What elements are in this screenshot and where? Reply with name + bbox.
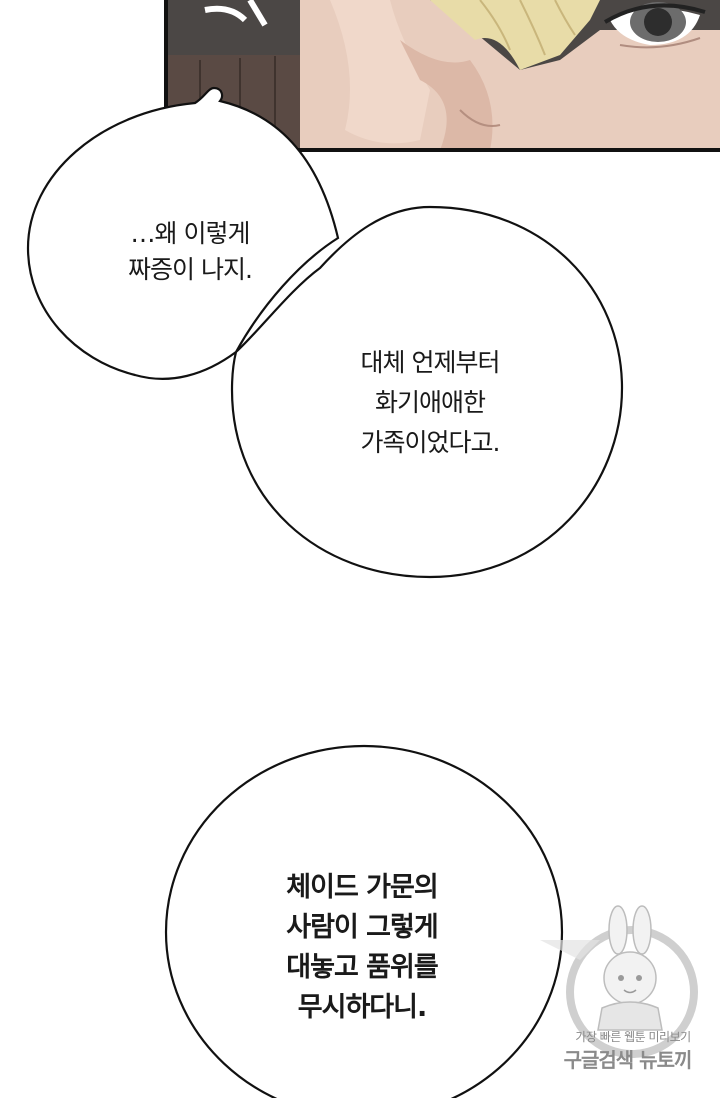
- character-hand: [330, 0, 430, 144]
- bubble-2-line-1: 대체 언제부터: [360, 348, 501, 377]
- watermark-brand: 구글검색 뉴토끼: [563, 1048, 693, 1072]
- sfx-stroke: [204, 5, 248, 23]
- bubble-1-line-1: …왜 이렇게: [130, 219, 251, 248]
- speech-bubble-2: [230, 205, 624, 579]
- panel-illustration: [164, 0, 720, 152]
- bubble-2-line-3: 가족이었다고.: [360, 428, 501, 457]
- speech-bubble-3: [164, 744, 564, 1098]
- watermark-mascot-icon: [540, 905, 698, 1058]
- bubble-1-line-2: 짜증이 나지.: [128, 255, 253, 284]
- watermark-tagline: 가장 빠른 웹툰 미리보기: [575, 1030, 691, 1044]
- bubble-1-text: …왜 이렇게 짜증이 나지.: [110, 216, 270, 288]
- bubble-3-line-2: 사람이 그렇게: [286, 912, 438, 943]
- bubble-3-line-3: 대놓고 품위를: [286, 952, 438, 983]
- bubble-3-line-4: 무시하다니.: [297, 992, 427, 1023]
- bubble-3-text: 체이드 가문의 사람이 그렇게 대놓고 품위를 무시하다니.: [262, 868, 462, 1028]
- speech-bubble-1: [26, 86, 340, 380]
- bubble-2-line-2: 화기애애한: [374, 388, 486, 417]
- character-hair: [430, 0, 600, 70]
- bubble-3-line-1: 체이드 가문의: [286, 872, 438, 903]
- bubble-2-text: 대체 언제부터 화기애애한 가족이었다고.: [330, 343, 530, 463]
- comic-panel-top: [0, 0, 720, 160]
